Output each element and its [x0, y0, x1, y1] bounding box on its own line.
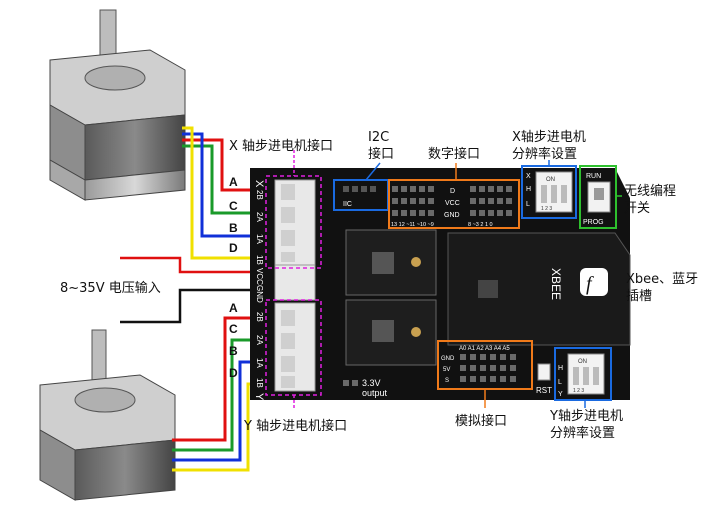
wire-yellow-top: [182, 126, 285, 260]
power-terminal-block: [274, 264, 316, 301]
wireless-label-line1: 无线编程: [624, 184, 676, 199]
y-dip-y: Y: [558, 391, 563, 398]
xbee-label-line2: 插槽: [626, 289, 652, 304]
analog-row-5v: 5V: [443, 367, 450, 373]
x-pin-1b: 1B: [255, 255, 264, 265]
i2c-label-line1: I2C: [368, 130, 389, 145]
xbee-label-line1: Xbee、蓝牙: [626, 272, 698, 287]
digital-label-vcc: VCC: [445, 200, 460, 207]
y-resolution-label-line1: Y轴步进电机: [549, 409, 623, 424]
top-wire-c: C: [229, 199, 238, 213]
x-dip-on: ON: [546, 177, 555, 183]
top-wire-b: B: [229, 221, 238, 235]
output-header-pins: [343, 380, 358, 386]
y-motor-port-label: Y 轴步进电机接口: [243, 418, 347, 434]
output-voltage: 3.3V: [362, 378, 381, 388]
i2c-header: [343, 186, 376, 192]
run-label: RUN: [586, 173, 601, 180]
y-pin-1a: 1A: [255, 358, 264, 368]
digital-header-right: [470, 186, 512, 216]
x-dip-nums: 1 2 3: [541, 206, 552, 212]
top-wire-letters: A C B D: [229, 175, 238, 255]
analog-header-labels: A0 A1 A2 A3 A4 A5: [459, 346, 510, 352]
x-motor-port-label: X 轴步进电机接口: [229, 138, 333, 154]
svg-text:f: f: [586, 273, 594, 295]
top-wire-a: A: [229, 175, 238, 189]
digital-port-highlight: [388, 179, 520, 229]
reset-button[interactable]: [537, 363, 551, 381]
xbee-board-label: XBEE: [549, 268, 563, 300]
digital-header-left: [392, 186, 434, 216]
bottom-wire-b: B: [229, 344, 238, 358]
wire-green-top: [182, 144, 285, 215]
iic-label: IIC: [343, 201, 352, 208]
x-driver-module: [345, 229, 437, 296]
voltage-input-label: 8~35V 电压输入: [60, 280, 161, 296]
power-wire-black: [120, 288, 285, 324]
x-pin-2b: 2B: [255, 190, 264, 200]
callout-leaders: [293, 150, 622, 410]
run-prog-highlight: [579, 165, 617, 229]
y-pin-2b: 2B: [255, 312, 264, 322]
power-input-wires: [120, 256, 285, 324]
y-pin-2a: 2A: [255, 335, 264, 345]
i2c-label-line2: 接口: [368, 146, 394, 162]
analog-row-s: S: [445, 378, 449, 384]
y-dip-l: L: [558, 379, 562, 386]
digital-numbers-right: 8 ~3 2 1 0: [468, 222, 493, 228]
x-dip-x: X: [526, 173, 531, 180]
y-dip-h: H: [558, 365, 563, 372]
y-resolution-highlight: [554, 347, 612, 401]
x-terminal-block: [274, 179, 316, 266]
rst-label: RST: [536, 386, 552, 395]
bottom-stepper-motor: [39, 329, 176, 501]
power-pin-vcc: VCC: [255, 268, 264, 285]
bottom-wire-letters: A C B D: [229, 301, 238, 380]
analog-port-label: 模拟接口: [455, 413, 507, 429]
top-stepper-motor: [49, 9, 186, 201]
prog-label: PROG: [583, 219, 604, 226]
output-text: output: [362, 388, 388, 398]
controller-board: X 2B 2A 1A 1B VCC GND 2B 2A 1A 1B Y IIC …: [250, 165, 631, 401]
x-resolution-label-line1: X轴步进电机: [512, 130, 586, 145]
x-dip-h: H: [526, 186, 531, 193]
power-wire-red: [120, 256, 285, 274]
y-terminal-block: [274, 302, 316, 392]
y-resolution-label-line2: 分辨率设置: [550, 425, 615, 441]
analog-header-pins: [460, 354, 516, 382]
bottom-wire-d: D: [229, 366, 238, 380]
digital-port-label: 数字接口: [428, 146, 480, 162]
power-pin-gnd: GND: [255, 285, 264, 303]
x-pin-1a: 1A: [255, 234, 264, 244]
y-dip-on: ON: [578, 359, 587, 365]
x-dip-l: L: [526, 201, 530, 208]
x-port-highlight: [265, 175, 322, 269]
x-axis-label: X: [253, 180, 265, 188]
y-pin-1b: 1B: [255, 378, 264, 388]
bottom-wire-a: A: [229, 301, 238, 315]
analog-row-gnd: GND: [441, 356, 455, 362]
x-resolution-label-line2: 分辨率设置: [512, 146, 577, 162]
top-wire-d: D: [229, 241, 238, 255]
digital-numbers-left: 13 12 ~11 ~10 ~9: [391, 222, 434, 228]
digital-label-d: D: [450, 188, 455, 195]
y-driver-module: [345, 299, 437, 366]
y-dip-nums: 1 2 3: [573, 388, 584, 394]
wireless-label-line2: 开关: [624, 201, 650, 216]
y-axis-label: Y: [253, 393, 265, 401]
xbee-logo: f: [580, 268, 608, 296]
digital-label-gnd: GND: [444, 212, 460, 219]
x-pin-2a: 2A: [255, 212, 264, 222]
bottom-wire-c: C: [229, 322, 238, 336]
